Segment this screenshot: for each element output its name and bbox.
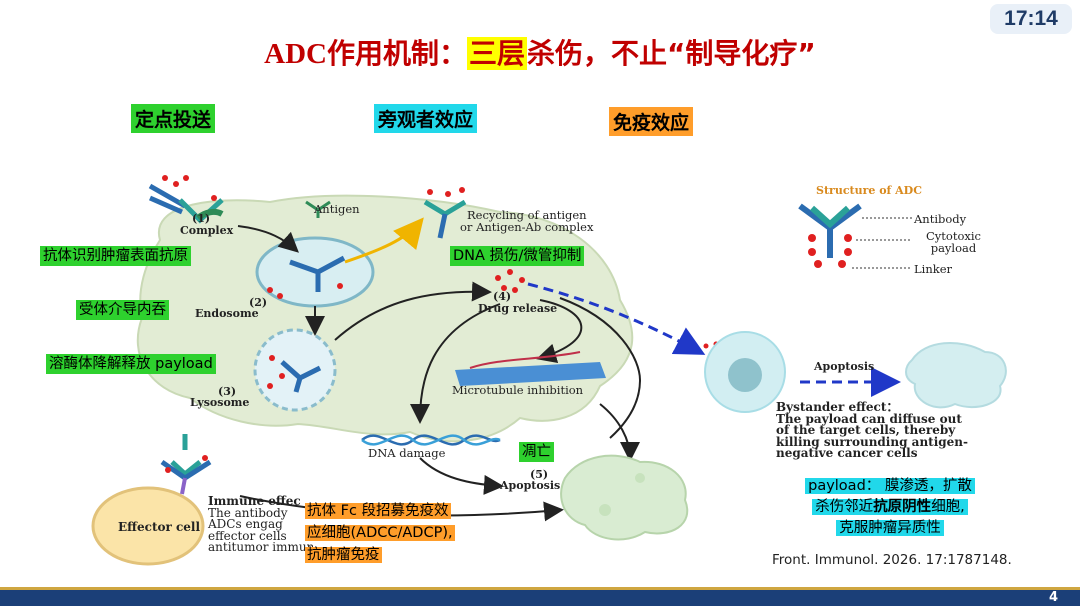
label-lysosome: Lysosome [190, 396, 250, 409]
label-linker: Linker [914, 262, 952, 276]
title-prefix: ADC [264, 38, 327, 70]
clock: 17:14 [990, 4, 1072, 34]
recycled-antibody-icon [423, 187, 467, 239]
label-endosome-num: (2) [249, 296, 268, 309]
payload-line-1: payload： 膜渗透，扩散 [805, 478, 975, 494]
label-drug-release-num: (4) [493, 290, 512, 303]
bystander-line-1: The payload can diffuse out [776, 411, 962, 426]
title-part1: 作用机制： [327, 37, 468, 70]
adc-complex-icon [148, 175, 224, 224]
citation: Front. Immunol. 2026. 17:1787148. [772, 552, 1012, 568]
immune-line-5: antitumor immun [208, 540, 315, 554]
heading-immune-effect: 免疫效应 [609, 107, 694, 136]
label-structure-title: Structure of ADC [816, 184, 922, 197]
label-recycling-1: Recycling of antigen [467, 208, 587, 222]
footer-bar [0, 590, 1080, 606]
annotation-payload: payload： 膜渗透，扩散 杀伤邻近抗原阴性细胞, 克服肿瘤异质性 [786, 476, 994, 539]
immune-fc-line-1: 抗体 Fc 段招募免疫效 [305, 503, 451, 519]
label-recycling-2: or Antigen-Ab complex [460, 220, 594, 234]
apoptotic-cell [560, 454, 689, 541]
label-apoptosis-num: (5) [530, 468, 549, 481]
payload-line-3: 克服肿瘤异质性 [836, 520, 944, 536]
label-dna-damage: DNA damage [368, 446, 446, 460]
lysosome [253, 328, 337, 412]
slide-title: ADC作用机制：三层杀伤，不止“制导化疗” [0, 32, 1080, 72]
label-antigen: Antigen [314, 202, 360, 216]
payload-line-2a: 杀伤邻近 [815, 499, 874, 515]
label-cytotoxic-payload: Cytotoxic payload [926, 230, 981, 254]
effector-cell [91, 486, 205, 566]
footer-accent-line [0, 587, 1080, 590]
immune-line-2: The antibody [208, 505, 288, 520]
adc-structure-icon [798, 203, 912, 269]
dying-target-cell [905, 342, 1007, 409]
antigen-icon [305, 200, 331, 218]
label-cytotoxic-2: payload [930, 241, 977, 255]
payload-line-2b: 抗原阴性 [873, 499, 932, 515]
label-effector-cell: Effector cell [118, 520, 201, 534]
label-cytotoxic-1: Cytotoxic [926, 229, 981, 243]
bystander-line-3: killing surrounding antigen- [776, 434, 968, 449]
immune-fc-line-2: 应细胞(ADCC/ADCP), [305, 525, 455, 541]
title-highlight: 三层 [467, 37, 528, 70]
effector-antibody-icon [160, 434, 212, 495]
annotation-apoptosis: 凋亡 [519, 442, 554, 462]
annotation-antibody-recognition: 抗体识别肿瘤表面抗原 [40, 246, 191, 266]
immune-fc-line-3: 抗肿瘤免疫 [305, 547, 382, 563]
drug-release-payload [495, 269, 525, 293]
bystander-title: Bystander effect： [776, 400, 899, 414]
bystander-line-2: of the target cells, thereby [776, 423, 956, 437]
annotation-immune-fc: 抗体 Fc 段招募免疫效 应细胞(ADCC/ADCP), 抗肿瘤免疫 [305, 500, 475, 566]
title-part2: 杀伤，不止“制导化疗” [527, 37, 816, 70]
immune-line-3: ADCs engag [208, 517, 283, 531]
label-microtubule: Microtubule inhibition [452, 383, 584, 397]
label-complex-num: (1) [192, 212, 211, 225]
label-antibody: Antibody [914, 212, 967, 226]
annotation-receptor-endocytosis: 受体介导内吞 [76, 300, 169, 320]
payload-line-2: 杀伤邻近抗原阴性细胞, [812, 499, 968, 515]
payload-line-2c: 细胞, [931, 499, 965, 515]
page-number: 4 [1048, 590, 1058, 605]
label-lysosome-num: (3) [218, 385, 237, 398]
label-complex: Complex [180, 224, 234, 237]
immune-line-1: Immune effec [208, 494, 301, 508]
bystander-line-4: negative cancer cells [776, 446, 918, 460]
annotation-lysosome-release: 溶酶体降解释放 payload [46, 354, 216, 374]
annotation-dna-microtubule: DNA 损伤/微管抑制 [450, 246, 585, 266]
immune-description: Immune effec The antibody ADCs engag eff… [208, 494, 315, 554]
bystander-description: Bystander effect： The payload can diffus… [776, 400, 968, 460]
label-apoptosis: Apoptosis [500, 479, 561, 492]
heading-targeted-delivery: 定点投送 [131, 104, 216, 133]
label-drug-release: Drug release [478, 302, 558, 315]
label-endosome: Endosome [195, 307, 259, 320]
label-apoptosis-right: Apoptosis [814, 360, 875, 373]
immune-line-4: effector cells [208, 528, 287, 543]
dna-helix-icon [361, 434, 501, 446]
heading-bystander-effect: 旁观者效应 [374, 104, 478, 133]
microtubule-icon [455, 351, 606, 386]
